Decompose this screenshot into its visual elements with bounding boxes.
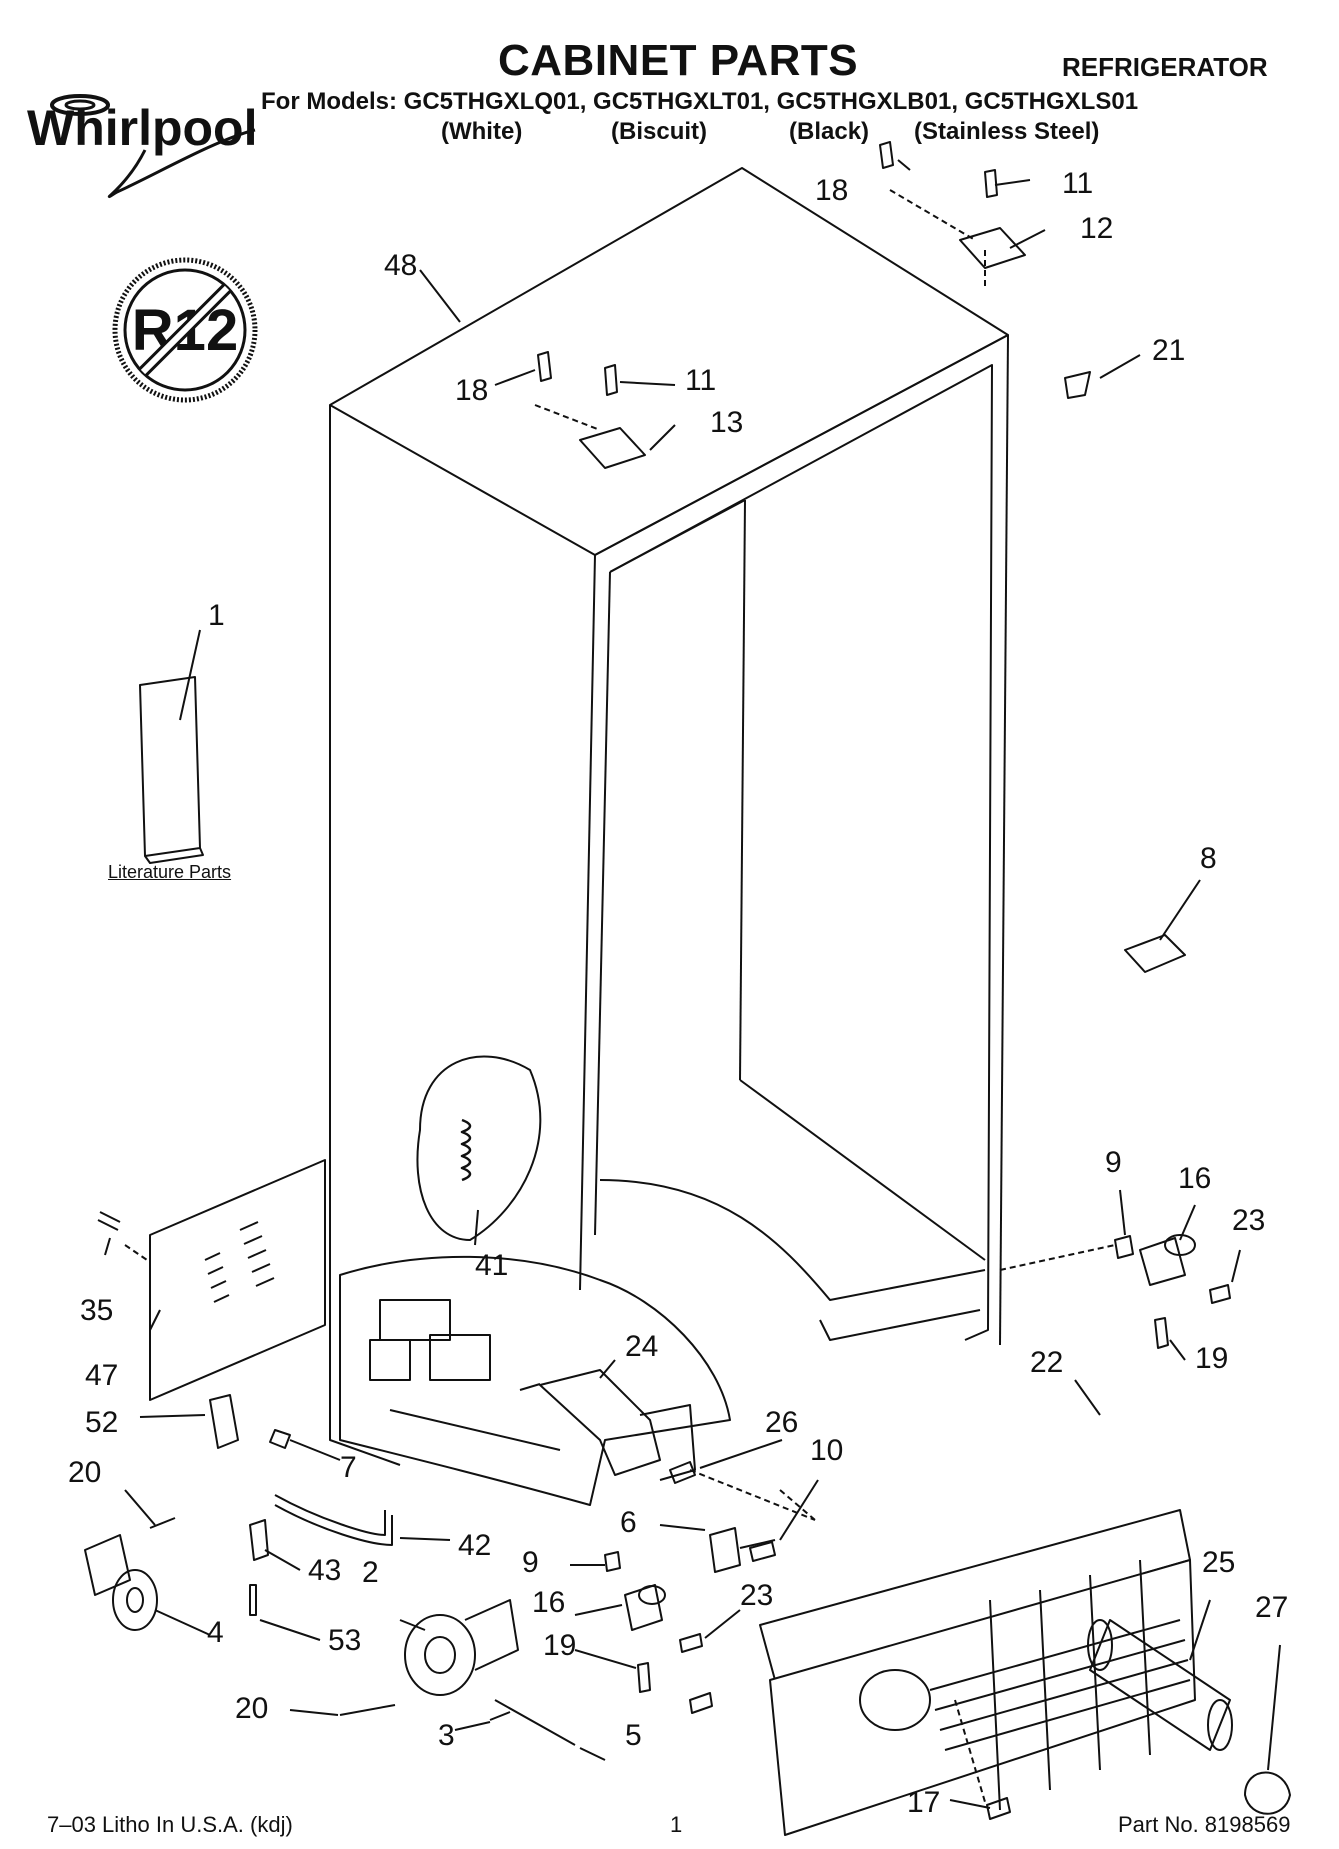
filter-housing <box>539 1369 696 1481</box>
callout-17: 17 <box>907 1786 940 1819</box>
roller-assembly <box>84 1534 158 1631</box>
callout-23: 23 <box>1232 1204 1265 1237</box>
page-title: CABINET PARTS <box>498 36 859 85</box>
callout-42: 42 <box>458 1529 491 1562</box>
callout-19: 19 <box>1195 1342 1228 1375</box>
leader-arrows <box>104 159 1281 1809</box>
variant-biscuit: (Biscuit) <box>611 118 707 145</box>
tubing-coil <box>460 1118 472 1182</box>
literature-parts-label: Literature Parts <box>108 862 232 882</box>
callout-43: 43 <box>308 1554 341 1587</box>
front-roller <box>404 1599 519 1696</box>
callout-18: 18 <box>455 374 488 407</box>
callout-16: 16 <box>1178 1162 1211 1195</box>
callout-8: 8 <box>1200 842 1217 875</box>
callout-53: 53 <box>328 1624 361 1657</box>
callout-7: 7 <box>340 1451 357 1484</box>
callout-24: 24 <box>625 1330 658 1363</box>
models-line: For Models: GC5THGXLQ01, GC5THGXLT01, GC… <box>261 88 1139 115</box>
cabinet-shell <box>329 167 1009 1466</box>
callout-16: 16 <box>532 1586 565 1619</box>
callout-27: 27 <box>1255 1591 1288 1624</box>
callout-20: 20 <box>68 1456 101 1489</box>
whirlpool-logo: Whirlpool <box>27 94 258 198</box>
callout-20: 20 <box>235 1692 268 1725</box>
product-type: REFRIGERATOR <box>1062 52 1268 82</box>
callout-numbers: 48 18 11 12 21 18 11 13 1 8 9 16 23 19 4… <box>68 167 1288 1819</box>
callout-4: 4 <box>207 1616 224 1649</box>
part-number: Part No. 8198569 <box>1118 1812 1291 1837</box>
callout-25: 25 <box>1202 1546 1235 1579</box>
callout-47: 47 <box>85 1359 118 1392</box>
no-r12-icon: R12 <box>112 257 258 403</box>
filter-cartridge <box>1087 1619 1233 1751</box>
base-grille <box>759 1509 1196 1836</box>
callout-19: 19 <box>543 1629 576 1662</box>
print-info: 7–03 Litho In U.S.A. (kdj) <box>47 1812 293 1837</box>
callout-12: 12 <box>1080 212 1113 245</box>
callout-9: 9 <box>1105 1146 1122 1179</box>
variant-black: (Black) <box>789 118 870 145</box>
callout-6: 6 <box>620 1506 637 1539</box>
callout-5: 5 <box>625 1719 642 1752</box>
callout-22: 22 <box>1030 1346 1063 1379</box>
water-valve <box>369 1299 491 1381</box>
callout-3: 3 <box>438 1719 455 1752</box>
callout-2: 2 <box>362 1556 379 1589</box>
callout-18: 18 <box>815 174 848 207</box>
callout-1: 1 <box>208 599 225 632</box>
panel-vents <box>204 1221 275 1303</box>
page-number: 1 <box>670 1812 683 1837</box>
callout-41: 41 <box>475 1249 508 1282</box>
callout-13: 13 <box>710 406 743 439</box>
callout-52: 52 <box>85 1406 118 1439</box>
callout-26: 26 <box>765 1406 798 1439</box>
callout-11: 11 <box>1062 167 1093 200</box>
callout-9: 9 <box>522 1546 539 1579</box>
variant-stainless: (Stainless Steel) <box>914 118 1100 145</box>
brand-wordmark: Whirlpool <box>27 100 258 156</box>
callout-10: 10 <box>810 1434 843 1467</box>
callout-48: 48 <box>384 249 417 282</box>
callout-35: 35 <box>80 1294 113 1327</box>
callout-21: 21 <box>1152 334 1185 367</box>
variant-white: (White) <box>441 118 523 145</box>
callout-11: 11 <box>685 364 716 397</box>
callout-23: 23 <box>740 1579 773 1612</box>
